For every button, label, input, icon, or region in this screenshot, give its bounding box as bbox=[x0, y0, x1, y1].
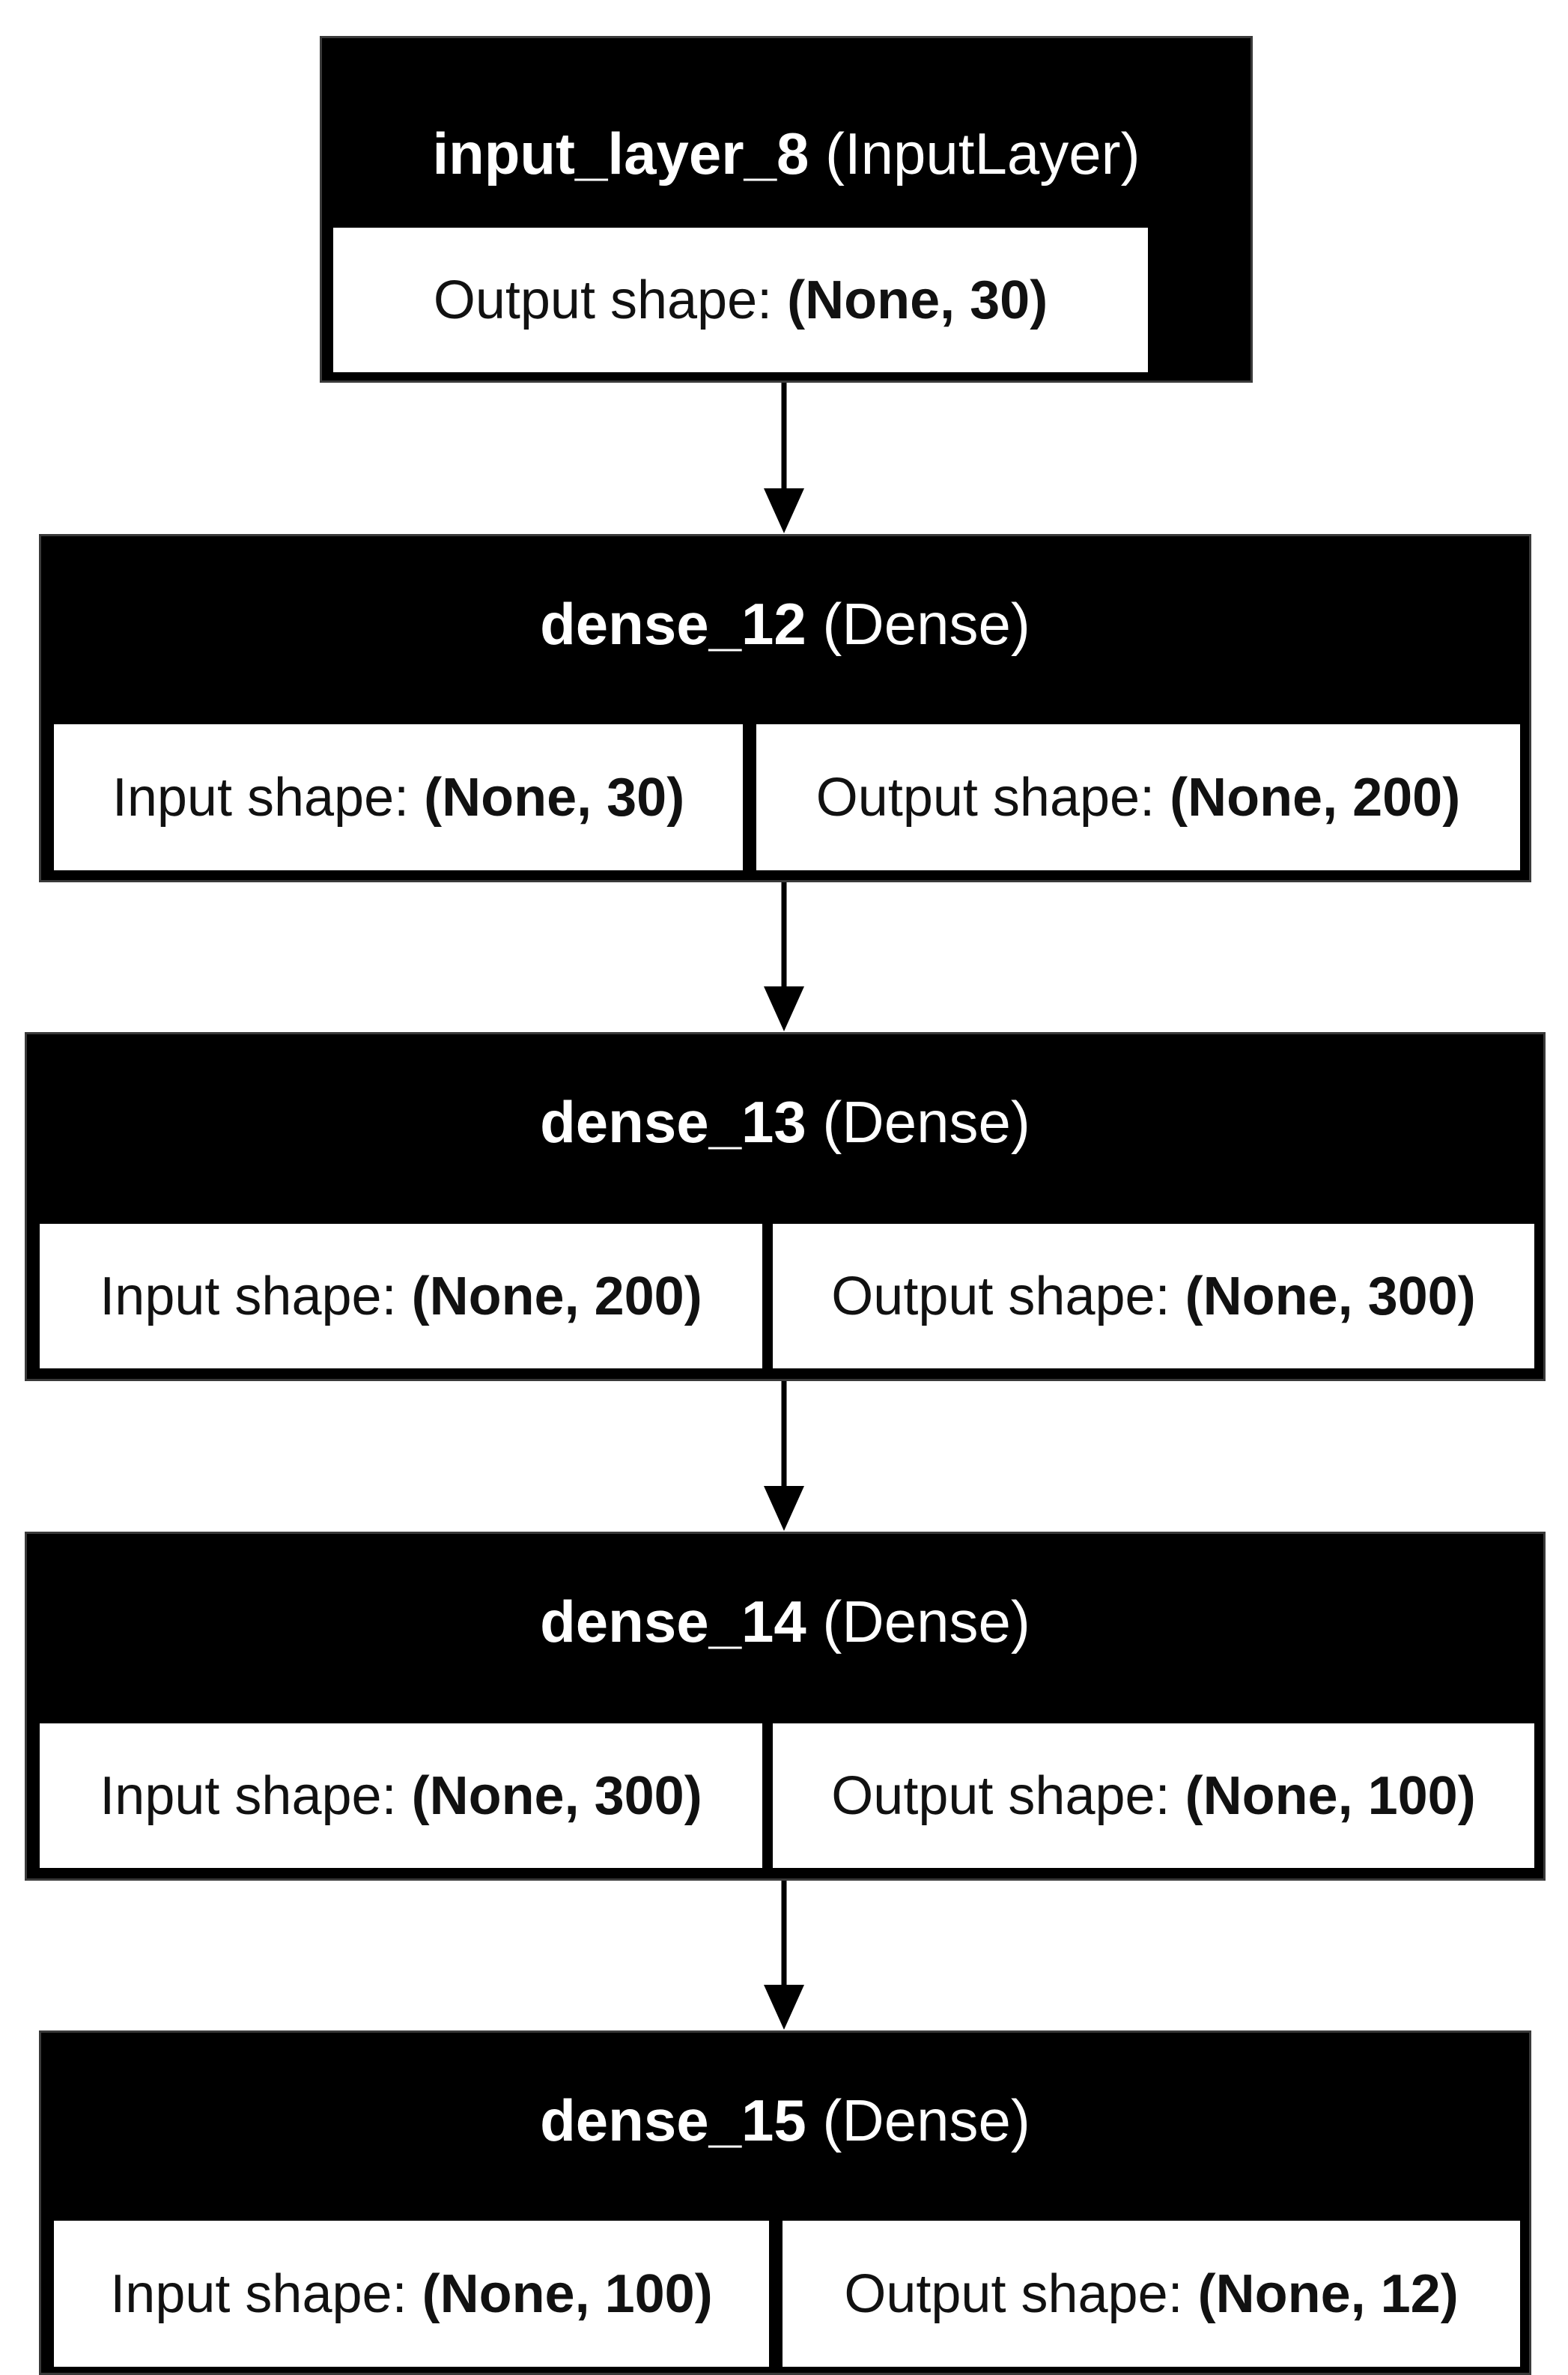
layer-name: input_layer_8 bbox=[432, 121, 809, 186]
input-shape-value: (None, 100) bbox=[422, 2263, 713, 2324]
output-shape-label: Output shape: bbox=[831, 1765, 1170, 1826]
layer-title: dense_12 (Dense) bbox=[41, 595, 1529, 653]
layer-name: dense_13 bbox=[540, 1089, 806, 1155]
output-shape-value: (None, 12) bbox=[1197, 2263, 1459, 2324]
output-shape-value: (None, 300) bbox=[1185, 1266, 1476, 1326]
output-shape-cell: Output shape: (None, 200) bbox=[756, 724, 1520, 870]
layer-node-dense-15: dense_15 (Dense) Input shape: (None, 100… bbox=[39, 2030, 1531, 2375]
input-shape-cell: Input shape: (None, 100) bbox=[54, 2221, 769, 2367]
layer-type: (Dense) bbox=[822, 2087, 1030, 2153]
output-shape-value: (None, 100) bbox=[1185, 1765, 1476, 1826]
layer-node-input-layer-8: input_layer_8 (InputLayer) Output shape:… bbox=[320, 36, 1253, 383]
arrow-dense-14-to-dense-15 bbox=[764, 1881, 804, 2030]
layer-name: dense_15 bbox=[540, 2087, 806, 2153]
output-shape-label: Output shape: bbox=[815, 767, 1155, 828]
input-shape-value: (None, 30) bbox=[424, 767, 685, 828]
output-shape-label: Output shape: bbox=[844, 2263, 1183, 2324]
layer-node-dense-13: dense_13 (Dense) Input shape: (None, 200… bbox=[25, 1032, 1546, 1381]
layer-node-dense-14: dense_14 (Dense) Input shape: (None, 300… bbox=[25, 1532, 1546, 1881]
layer-name: dense_14 bbox=[540, 1589, 806, 1654]
input-shape-value: (None, 300) bbox=[411, 1765, 702, 1826]
input-shape-label: Input shape: bbox=[110, 2263, 407, 2324]
input-shape-label: Input shape: bbox=[100, 1765, 397, 1826]
output-shape-value: (None, 30) bbox=[787, 270, 1048, 330]
arrow-dense-12-to-dense-13 bbox=[764, 882, 804, 1031]
input-shape-cell: Input shape: (None, 200) bbox=[40, 1224, 762, 1368]
output-shape-value: (None, 200) bbox=[1170, 767, 1461, 828]
input-shape-cell: Input shape: (None, 300) bbox=[40, 1723, 762, 1868]
layer-type: (Dense) bbox=[822, 591, 1030, 657]
layer-type: (Dense) bbox=[822, 1089, 1030, 1155]
output-shape-cell: Output shape: (None, 12) bbox=[783, 2221, 1520, 2367]
layer-type: (InputLayer) bbox=[825, 121, 1140, 186]
input-shape-cell: Input shape: (None, 30) bbox=[54, 724, 743, 870]
arrow-input-layer-8-to-dense-12 bbox=[764, 383, 804, 533]
layer-name: dense_12 bbox=[540, 591, 806, 657]
layer-type: (Dense) bbox=[822, 1589, 1030, 1654]
layer-title: input_layer_8 (InputLayer) bbox=[322, 124, 1251, 183]
output-shape-label: Output shape: bbox=[831, 1266, 1170, 1326]
output-shape-label: Output shape: bbox=[433, 270, 773, 330]
input-shape-value: (None, 200) bbox=[411, 1266, 702, 1326]
output-shape-cell: Output shape: (None, 300) bbox=[773, 1224, 1534, 1368]
arrow-dense-13-to-dense-14 bbox=[764, 1381, 804, 1531]
output-shape-cell: Output shape: (None, 30) bbox=[333, 228, 1148, 372]
layer-node-dense-12: dense_12 (Dense) Input shape: (None, 30)… bbox=[39, 534, 1531, 882]
input-shape-label: Input shape: bbox=[100, 1266, 397, 1326]
input-shape-label: Input shape: bbox=[112, 767, 410, 828]
output-shape-cell: Output shape: (None, 100) bbox=[773, 1723, 1534, 1868]
layer-title: dense_14 (Dense) bbox=[27, 1592, 1543, 1651]
layer-title: dense_13 (Dense) bbox=[27, 1093, 1543, 1151]
layer-title: dense_15 (Dense) bbox=[41, 2091, 1529, 2150]
